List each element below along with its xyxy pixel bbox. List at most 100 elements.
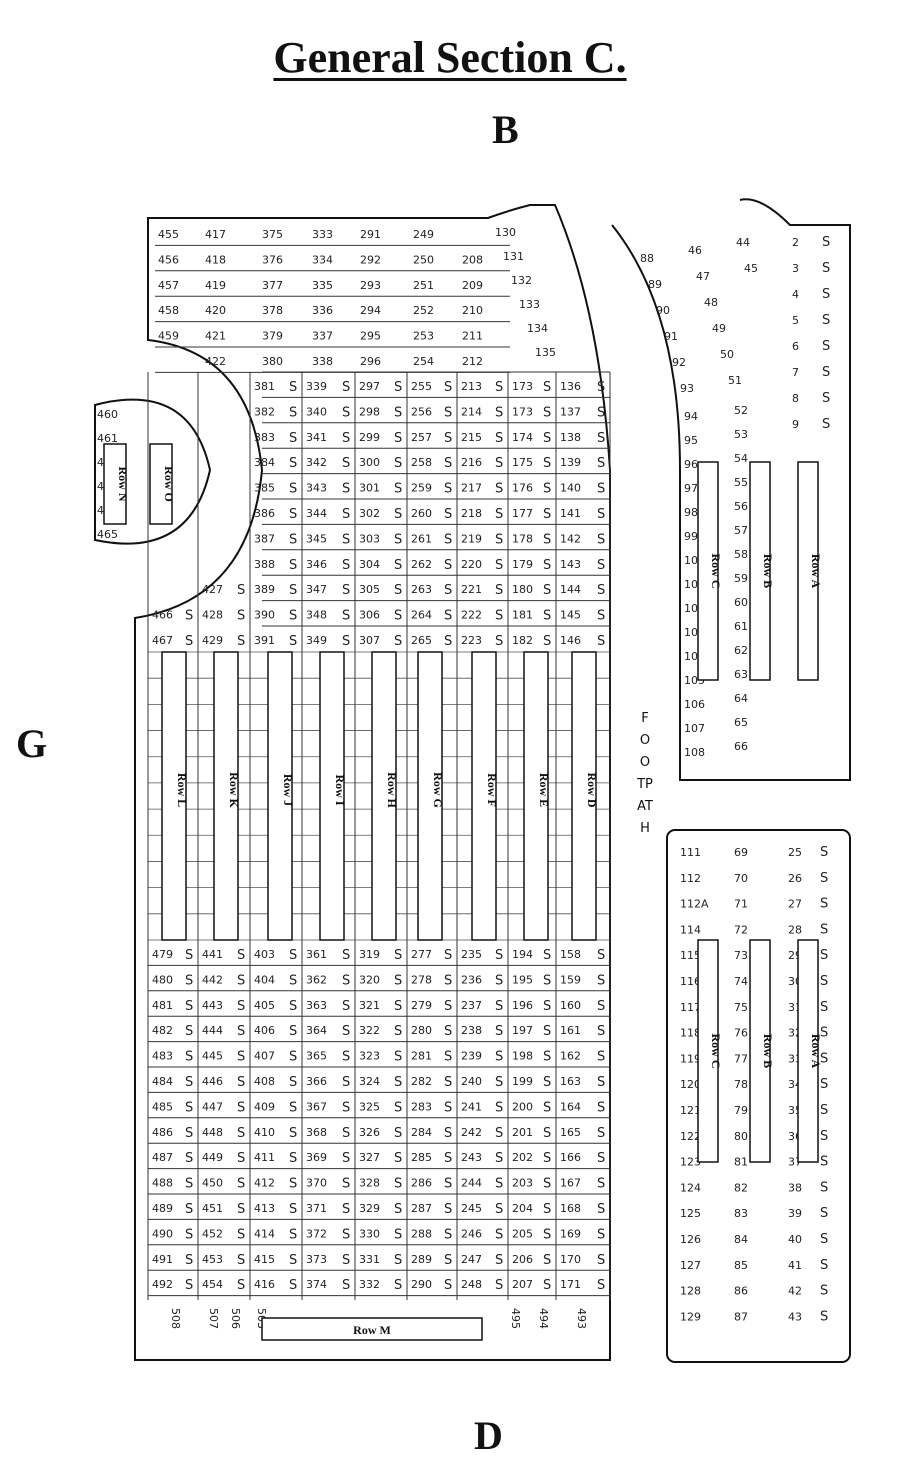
plot-number: 323 <box>359 1050 380 1063</box>
plot-number: 326 <box>359 1126 380 1139</box>
plot-marker: S <box>289 999 297 1014</box>
plot-marker: S <box>444 1227 452 1242</box>
plot-number: 485 <box>152 1100 173 1113</box>
plot-number: 414 <box>254 1227 275 1240</box>
plot-number: 210 <box>462 304 483 317</box>
plot-number: 418 <box>205 253 226 266</box>
plot-marker: S <box>543 507 551 522</box>
plot-number: 176 <box>512 482 533 495</box>
plot-number: 253 <box>413 330 434 343</box>
plot-number: 305 <box>359 583 380 596</box>
plot-marker: S <box>444 583 452 598</box>
row-bar-label: Row I <box>333 774 347 805</box>
plot-number: 171 <box>560 1278 581 1291</box>
plot-marker: S <box>822 417 830 432</box>
plot-marker: S <box>597 1126 605 1141</box>
plot-marker: S <box>543 456 551 471</box>
plot-marker: S <box>495 999 503 1014</box>
plot-marker: S <box>289 1151 297 1166</box>
row-bar-d: Row D <box>571 651 599 941</box>
plot-number: 255 <box>411 380 432 393</box>
direction-label-south: D <box>474 1413 503 1458</box>
plot-number: 135 <box>535 346 556 359</box>
plot-number: 87 <box>734 1310 748 1323</box>
plot-number: 207 <box>512 1278 533 1291</box>
plot-number: 386 <box>254 507 275 520</box>
plot-marker: S <box>597 973 605 988</box>
plot-number: 288 <box>411 1227 432 1240</box>
plot-number: 163 <box>560 1075 581 1088</box>
plot-number: 484 <box>152 1075 173 1088</box>
plot-number: 8 <box>792 392 799 405</box>
plot-number: 44 <box>736 236 750 249</box>
plot-marker: S <box>820 1000 828 1015</box>
plot-number: 38 <box>788 1181 802 1194</box>
plot-number: 55 <box>734 476 748 489</box>
plot-number: 384 <box>254 456 275 469</box>
row-bar-label: Row J <box>281 774 295 806</box>
plot-number: 45 <box>744 262 758 275</box>
plot-number: 452 <box>202 1227 223 1240</box>
plot-number: 144 <box>560 583 581 596</box>
plot-marker: S <box>237 1278 245 1293</box>
plot-number: 9 <box>792 418 799 431</box>
row-bar-right-lower-b: Row B <box>749 939 775 1163</box>
plot-number: 39 <box>788 1207 802 1220</box>
plot-marker: S <box>543 1100 551 1115</box>
plot-number: 494 <box>537 1308 550 1329</box>
plot-number: 77 <box>734 1052 748 1065</box>
plot-number: 487 <box>152 1151 173 1164</box>
plot-number: 56 <box>734 500 748 513</box>
plot-marker: S <box>543 583 551 598</box>
plot-marker: S <box>394 1177 402 1192</box>
plot-marker: S <box>444 1075 452 1090</box>
plot-number: 299 <box>359 431 380 444</box>
plot-marker: S <box>820 948 828 963</box>
plot-number: 239 <box>461 1050 482 1063</box>
plot-number: 4 <box>792 288 799 301</box>
plot-number: 90 <box>656 304 670 317</box>
plot-number: 95 <box>684 434 698 447</box>
plot-number: 488 <box>152 1177 173 1190</box>
plot-marker: S <box>597 380 605 395</box>
plot-marker: S <box>597 1050 605 1065</box>
plot-number: 320 <box>359 973 380 986</box>
plot-number: 204 <box>512 1202 533 1215</box>
plot-number: 53 <box>734 428 748 441</box>
plot-marker: S <box>495 1024 503 1039</box>
plot-number: 195 <box>512 973 533 986</box>
plot-marker: S <box>342 482 350 497</box>
row-bar-f: Row F <box>471 651 499 941</box>
plot-marker: S <box>342 1050 350 1065</box>
plot-number: 6 <box>792 340 799 353</box>
plot-number: 237 <box>461 999 482 1012</box>
plot-number: 112 <box>680 872 701 885</box>
plot-number: 508 <box>169 1308 182 1329</box>
plot-marker: S <box>543 1202 551 1217</box>
plot-number: 220 <box>461 558 482 571</box>
plot-number: 345 <box>306 532 327 545</box>
plot-number: 54 <box>734 452 748 465</box>
plot-number: 333 <box>312 228 333 241</box>
plot-number: 365 <box>306 1050 327 1063</box>
map-title: General Section C. <box>273 33 627 82</box>
plot-marker: S <box>237 1253 245 1268</box>
plot-marker: S <box>237 1227 245 1242</box>
plot-marker: S <box>444 609 452 624</box>
plot-marker: S <box>394 1253 402 1268</box>
plot-number: 7 <box>792 366 799 379</box>
plot-marker: S <box>444 1177 452 1192</box>
plot-number: 377 <box>262 279 283 292</box>
plot-marker: S <box>289 583 297 598</box>
plot-marker: S <box>394 1050 402 1065</box>
plot-number: 75 <box>734 1001 748 1014</box>
plot-marker: S <box>597 1075 605 1090</box>
plot-number: 289 <box>411 1253 432 1266</box>
plot-marker: S <box>237 1024 245 1039</box>
plot-marker: S <box>185 1227 193 1242</box>
plot-number: 286 <box>411 1177 432 1190</box>
plot-number: 99 <box>684 530 698 543</box>
plot-marker: S <box>495 1050 503 1065</box>
plot-number: 489 <box>152 1202 173 1215</box>
plot-marker: S <box>820 1051 828 1066</box>
